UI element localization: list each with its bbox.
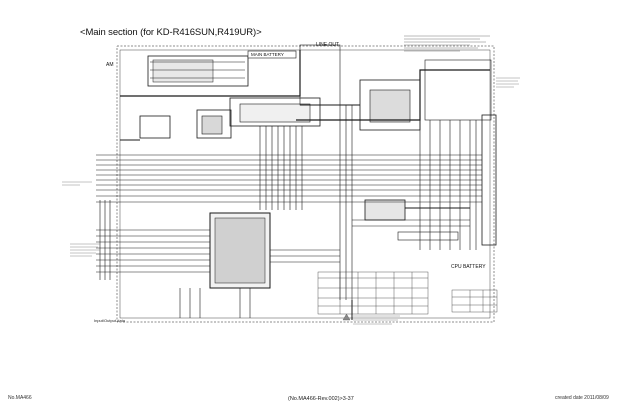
- warning-icon: [342, 313, 351, 321]
- page-title: <Main section (for KD-R416SUN,R419UR)>: [80, 27, 262, 38]
- footer-doc-number: No.MA466: [8, 395, 32, 401]
- main-battery-label: MAIN BATTERY: [250, 51, 285, 57]
- cpu-battery-label: CPU BATTERY: [451, 264, 486, 270]
- line-out-label: LINE OUT: [316, 42, 340, 48]
- footer-page-ref: (No.MA466-Rev.002)>3-37: [288, 396, 354, 402]
- input-output-label: Input/Output data: [94, 318, 125, 323]
- footer-created-date: created date 2011/08/09: [555, 395, 609, 401]
- am-label: AM: [106, 62, 114, 68]
